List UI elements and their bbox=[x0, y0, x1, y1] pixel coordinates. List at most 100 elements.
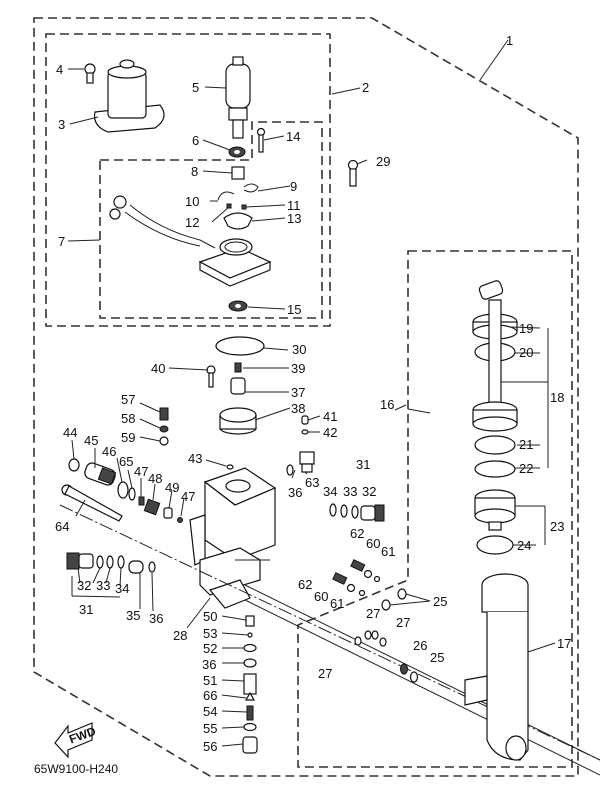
callout-9: 9 bbox=[290, 179, 297, 194]
pump-bracket-part bbox=[59, 504, 600, 776]
callout-25: 25 bbox=[430, 650, 444, 665]
callout-20: 20 bbox=[519, 345, 533, 360]
group-boundary-2-motor bbox=[45, 33, 331, 327]
ball-part bbox=[373, 575, 381, 583]
spring-part bbox=[234, 362, 242, 373]
callout-42: 42 bbox=[323, 425, 337, 440]
callout-14: 14 bbox=[286, 129, 300, 144]
valve-seat-part bbox=[363, 569, 373, 579]
callout-62: 62 bbox=[350, 526, 364, 541]
callout-40: 40 bbox=[151, 361, 165, 376]
callout-32: 32 bbox=[362, 484, 376, 499]
callout-7: 7 bbox=[58, 234, 65, 249]
callout-48: 48 bbox=[148, 471, 162, 486]
valve-stack-part bbox=[242, 615, 258, 754]
callout-11: 11 bbox=[287, 198, 301, 213]
callout-39: 39 bbox=[291, 361, 305, 376]
ball-part bbox=[358, 589, 366, 597]
o-ring-part bbox=[340, 504, 348, 518]
callout-41: 41 bbox=[323, 409, 337, 424]
valve-assy-part bbox=[66, 552, 94, 570]
filter-part bbox=[400, 663, 408, 675]
armature-part bbox=[225, 56, 251, 139]
ball-part bbox=[138, 496, 145, 506]
brush-holder-part bbox=[223, 212, 253, 230]
o-ring-part bbox=[371, 630, 379, 640]
callout-8: 8 bbox=[191, 164, 198, 179]
callout-6: 6 bbox=[192, 133, 199, 148]
spring-part bbox=[350, 559, 366, 572]
o-ring-part bbox=[286, 464, 294, 476]
callout-43: 43 bbox=[188, 451, 202, 466]
bolt-part bbox=[84, 63, 96, 84]
o-ring-part bbox=[364, 630, 372, 640]
callout-30: 30 bbox=[292, 342, 306, 357]
o-ring-part bbox=[106, 555, 114, 569]
callout-47: 47 bbox=[181, 489, 195, 504]
callout-22: 22 bbox=[519, 461, 533, 476]
diagram-code: 65W9100-H240 bbox=[34, 762, 118, 776]
fwd-arrow-icon: FWD bbox=[54, 722, 98, 759]
callout-25: 25 bbox=[433, 594, 447, 609]
o-ring-part bbox=[117, 555, 125, 569]
oil-seal-part bbox=[228, 300, 248, 312]
callout-27: 27 bbox=[366, 606, 380, 621]
valve-assy-part bbox=[360, 504, 385, 522]
plug-part bbox=[159, 407, 169, 421]
callout-2: 2 bbox=[362, 80, 369, 95]
leader-lines bbox=[67, 39, 556, 747]
oil-seal-part bbox=[228, 146, 246, 158]
brush-part bbox=[231, 166, 245, 180]
ball-seat-part bbox=[163, 507, 173, 519]
bolt-part bbox=[61, 484, 123, 522]
o-ring-part bbox=[215, 336, 265, 356]
o-ring-part bbox=[301, 429, 309, 435]
group-boundary-1 bbox=[33, 17, 579, 777]
o-ring-part bbox=[68, 458, 80, 472]
callout-46: 46 bbox=[102, 444, 116, 459]
backup-ring-part bbox=[128, 487, 136, 501]
o-ring-part bbox=[381, 599, 391, 611]
callout-34: 34 bbox=[323, 484, 337, 499]
group-boundary-7-brush bbox=[99, 121, 323, 319]
screw-part bbox=[241, 204, 247, 210]
callout-38: 38 bbox=[291, 401, 305, 416]
callout-1: 1 bbox=[506, 33, 513, 48]
spring-part bbox=[217, 191, 235, 201]
callout-61: 61 bbox=[330, 596, 344, 611]
cylinder-cap-part bbox=[474, 489, 516, 555]
callout-19: 19 bbox=[519, 321, 533, 336]
callout-58: 58 bbox=[121, 411, 135, 426]
callout-36: 36 bbox=[202, 657, 216, 672]
pump-housing-part bbox=[189, 467, 277, 596]
callout-13: 13 bbox=[287, 211, 301, 226]
callout-60: 60 bbox=[314, 589, 328, 604]
o-ring-part bbox=[148, 561, 156, 573]
cylinder-part bbox=[464, 573, 529, 761]
valve-seat-part bbox=[346, 583, 356, 593]
o-ring-part bbox=[351, 505, 359, 519]
callout-61: 61 bbox=[381, 544, 395, 559]
callout-55: 55 bbox=[203, 721, 217, 736]
o-ring-part bbox=[354, 636, 362, 646]
callout-64: 64 bbox=[55, 519, 69, 534]
callout-59: 59 bbox=[121, 430, 135, 445]
callout-10: 10 bbox=[185, 194, 199, 209]
reservoir-plug-part bbox=[299, 451, 315, 473]
callout-44: 44 bbox=[63, 425, 77, 440]
callout-26: 26 bbox=[413, 638, 427, 653]
o-ring-part bbox=[117, 481, 129, 499]
callout-65: 65 bbox=[119, 454, 133, 469]
callout-33: 33 bbox=[343, 484, 357, 499]
o-ring-part bbox=[226, 464, 234, 470]
callout-54: 54 bbox=[203, 704, 217, 719]
stator-yoke-part bbox=[93, 59, 165, 133]
screw-part bbox=[256, 127, 266, 153]
callout-51: 51 bbox=[203, 673, 217, 688]
callout-27: 27 bbox=[318, 666, 332, 681]
callout-50: 50 bbox=[203, 609, 217, 624]
o-ring-part bbox=[379, 637, 387, 647]
spring-part bbox=[243, 183, 259, 193]
callout-45: 45 bbox=[84, 433, 98, 448]
callout-56: 56 bbox=[203, 739, 217, 754]
